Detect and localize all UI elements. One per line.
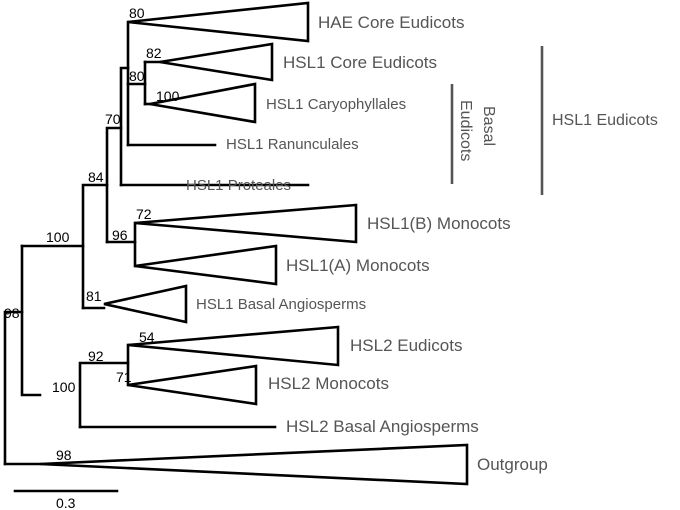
tip-label-hsl1-basal-angiosperms: HSL1 Basal Angiosperms: [196, 296, 366, 313]
support-value: 100: [46, 229, 70, 245]
support-value: 92: [88, 348, 104, 364]
scale-bar: 0.3: [13, 489, 119, 510]
tip-label-hsl1-proteales: HSL1 Proteales: [186, 177, 291, 194]
triangle-hsl1-core-eudicots: [159, 42, 274, 82]
support-value: 81: [86, 288, 102, 304]
triangle-hsl1a-monocots: [134, 244, 278, 286]
tip-label-hsl2-basal-angiosperms: HSL2 Basal Angiosperms: [286, 417, 479, 436]
triangle-hsl1b-monocots: [134, 203, 358, 244]
grouping-brackets: Basal Eudicots HSL1 Eudicots: [450, 46, 658, 195]
support-value: 54: [139, 329, 155, 345]
support-value: 84: [88, 169, 104, 185]
support-value: 72: [136, 206, 152, 222]
branch-ingroup-stem: [20, 244, 42, 397]
tip-label-hsl2-monocots: HSL2 Monocots: [268, 374, 389, 393]
tip-label-hsl2-eudicots: HSL2 Eudicots: [350, 336, 462, 355]
support-value: 100: [156, 88, 180, 104]
tip-label-hsl1-core-eudicots: HSL1 Core Eudicots: [283, 53, 437, 72]
tip-label-hsl1a-monocots: HSL1(A) Monocots: [286, 256, 430, 275]
branch-hsl2-vertical: [78, 361, 130, 429]
support-value: 100: [52, 379, 76, 395]
scale-bar-label: 0.3: [56, 495, 76, 510]
branch-hsl1-main-vertical: [105, 126, 123, 244]
support-value: 80: [129, 68, 145, 84]
triangle-hsl1-basal-angiosperms: [103, 284, 188, 324]
support-values: 80 82 80 100 70 84 96 72 100 81 98 54 92…: [4, 5, 180, 463]
support-value: 82: [146, 45, 162, 61]
tip-label-hsl1b-monocots: HSL1(B) Monocots: [367, 214, 511, 233]
tree-branches: [3, 20, 310, 466]
tip-labels: HAE Core Eudicots HSL1 Core Eudicots HSL…: [186, 13, 548, 474]
triangle-hsl1-caryophyllales: [149, 82, 257, 124]
support-value: 71: [116, 369, 132, 385]
triangle-hsl2-monocots: [127, 364, 258, 406]
tip-label-outgroup: Outgroup: [477, 455, 548, 474]
triangle-outgroup: [39, 443, 469, 486]
triangle-hae-core-eudicots: [127, 1, 310, 43]
tip-label-hae-core-eudicots: HAE Core Eudicots: [318, 13, 464, 32]
support-value: 70: [105, 111, 121, 127]
support-value: 98: [56, 447, 72, 463]
hsl1-eudicots-label: HSL1 Eudicots: [552, 112, 658, 129]
tip-label-hsl1-caryophyllales: HSL1 Caryophyllales: [266, 96, 406, 113]
branch-core-group-vertical: [119, 66, 130, 187]
support-value: 96: [112, 227, 128, 243]
basal-eudicots-label-line2: Eudicots: [457, 100, 474, 161]
branch-hsl1-vertical: [81, 183, 109, 310]
branch-root: [3, 310, 24, 466]
support-value: 98: [4, 305, 20, 321]
triangle-hsl2-eudicots: [127, 325, 340, 367]
basal-eudicots-label-line1: Basal: [480, 106, 497, 146]
support-value: 80: [129, 5, 145, 21]
tip-label-hsl1-ranunculales: HSL1 Ranunculales: [226, 136, 359, 153]
clade-triangles: [39, 1, 469, 486]
